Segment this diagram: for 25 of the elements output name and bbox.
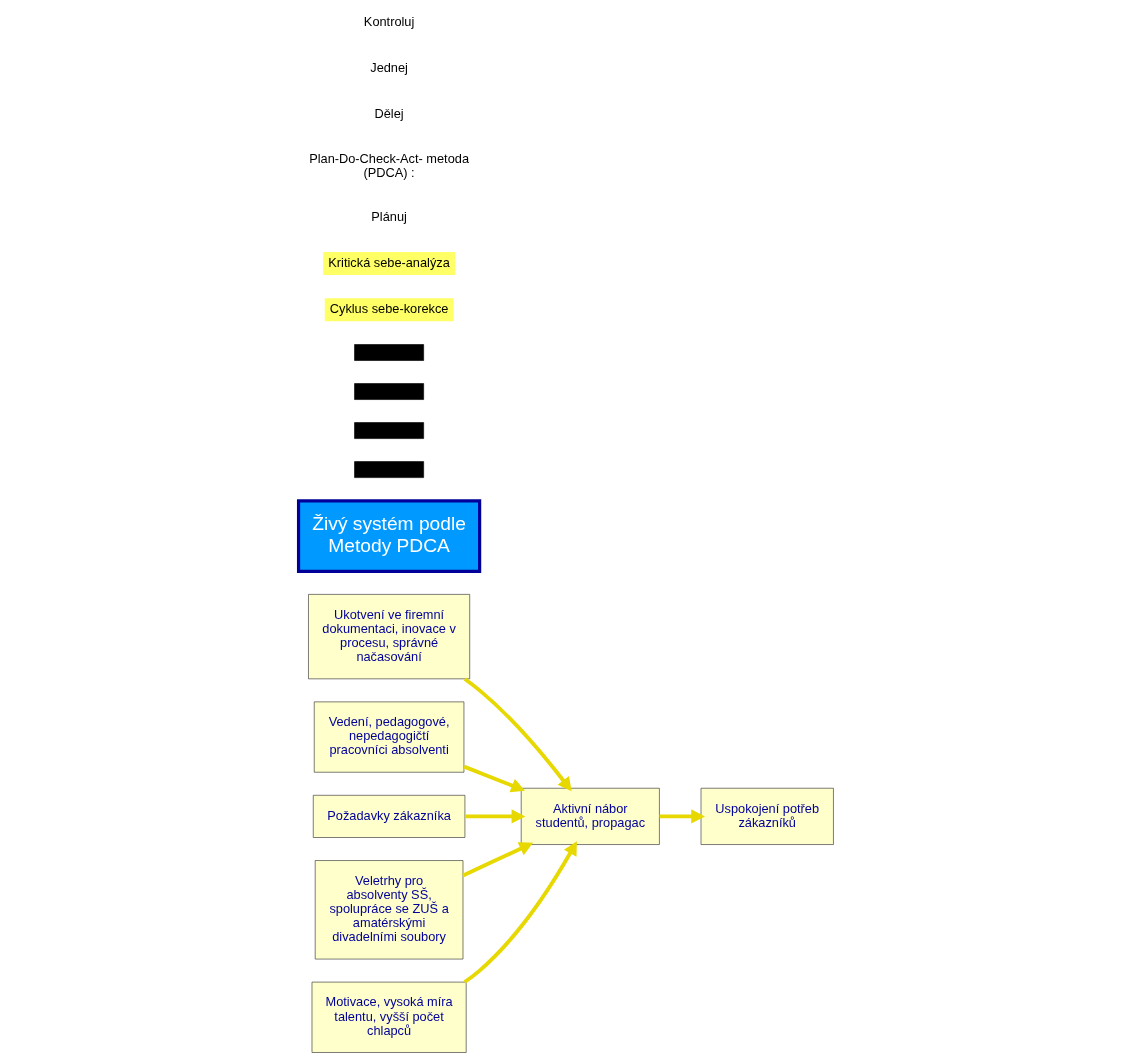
label: Cyklus sebe-korekce (329, 300, 449, 316)
node-box: Požadavky zákazníka (312, 794, 466, 838)
node-box: Veletrhy pro absolventy SŠ, spolupráce se ZUŠ a amatérskými divadelními soubory (314, 860, 464, 960)
node-box: Motivace, vysoká míra talentu, vyšší počet chlapců (311, 981, 467, 1053)
node-box: Ukotvení ve firemní dokumentaci, inovace v procesu, správné načasování (308, 594, 471, 680)
arrow (463, 677, 572, 792)
label: Plánuj (371, 208, 407, 224)
node-bar (354, 461, 424, 478)
node-box: Vedení, pedagogové, nepedagogičtí pracovníci absolventi (313, 701, 465, 773)
arrow (463, 841, 577, 984)
label: Jednej (370, 60, 408, 76)
node-bar (354, 422, 424, 439)
label: Kontroluj (363, 14, 415, 30)
arrow (465, 809, 526, 824)
arrow (659, 809, 705, 824)
node-bar (354, 344, 424, 361)
node-bar (354, 383, 424, 400)
arrow (462, 842, 534, 878)
arrow (463, 764, 525, 793)
label: Plan-Do-Check-Act- metoda (PDCA) : (309, 150, 470, 180)
label: Dělej (374, 106, 404, 122)
node-box: Uspokojení potřeb zákazníků (700, 787, 834, 845)
node-box: Aktivní nábor studentů, propagac (520, 787, 660, 845)
node-box: Živý systém podle Metody PDCA (296, 499, 482, 573)
label: Kritická sebe-analýza (328, 254, 450, 270)
